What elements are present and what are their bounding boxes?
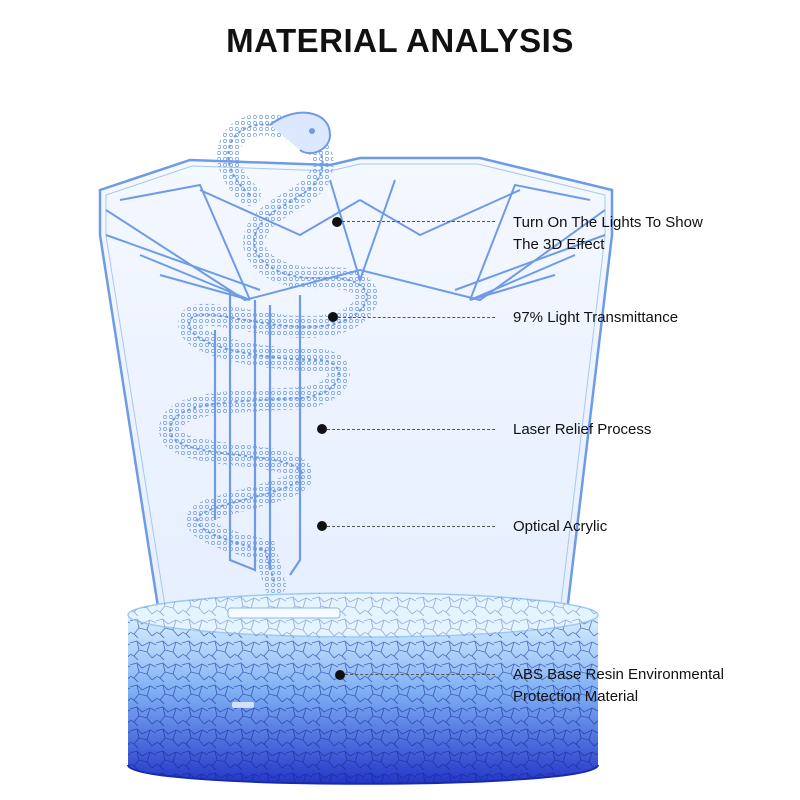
callout-dot-3 <box>317 424 327 434</box>
page-title: MATERIAL ANALYSIS <box>226 22 574 59</box>
callout-dot-1 <box>332 217 342 227</box>
callout-dot-4 <box>317 521 327 531</box>
snake-body <box>158 111 378 596</box>
callout-line-1 <box>342 221 495 222</box>
lamp-base <box>127 592 599 785</box>
callout-label-optical-acrylic: Optical Acrylic <box>513 518 608 535</box>
callout-line-3 <box>327 429 495 430</box>
callout-label-abs-base: ABS Base Resin Environmental Protection … <box>513 666 724 705</box>
callout-label-light-transmittance: 97% Light Transmittance <box>513 309 679 326</box>
callout-label-laser-relief: Laser Relief Process <box>513 421 652 438</box>
callout-line-5 <box>345 674 495 675</box>
emblem-pattern <box>105 179 606 302</box>
callout-dot-2 <box>328 312 338 322</box>
callout-line-4 <box>327 526 495 527</box>
callout-label-lights-3d-effect: Turn On The Lights To Show The 3D Effect <box>513 214 703 253</box>
callout-dot-5 <box>335 670 345 680</box>
base-button-icon <box>232 702 254 708</box>
callout-line-2 <box>338 317 495 318</box>
